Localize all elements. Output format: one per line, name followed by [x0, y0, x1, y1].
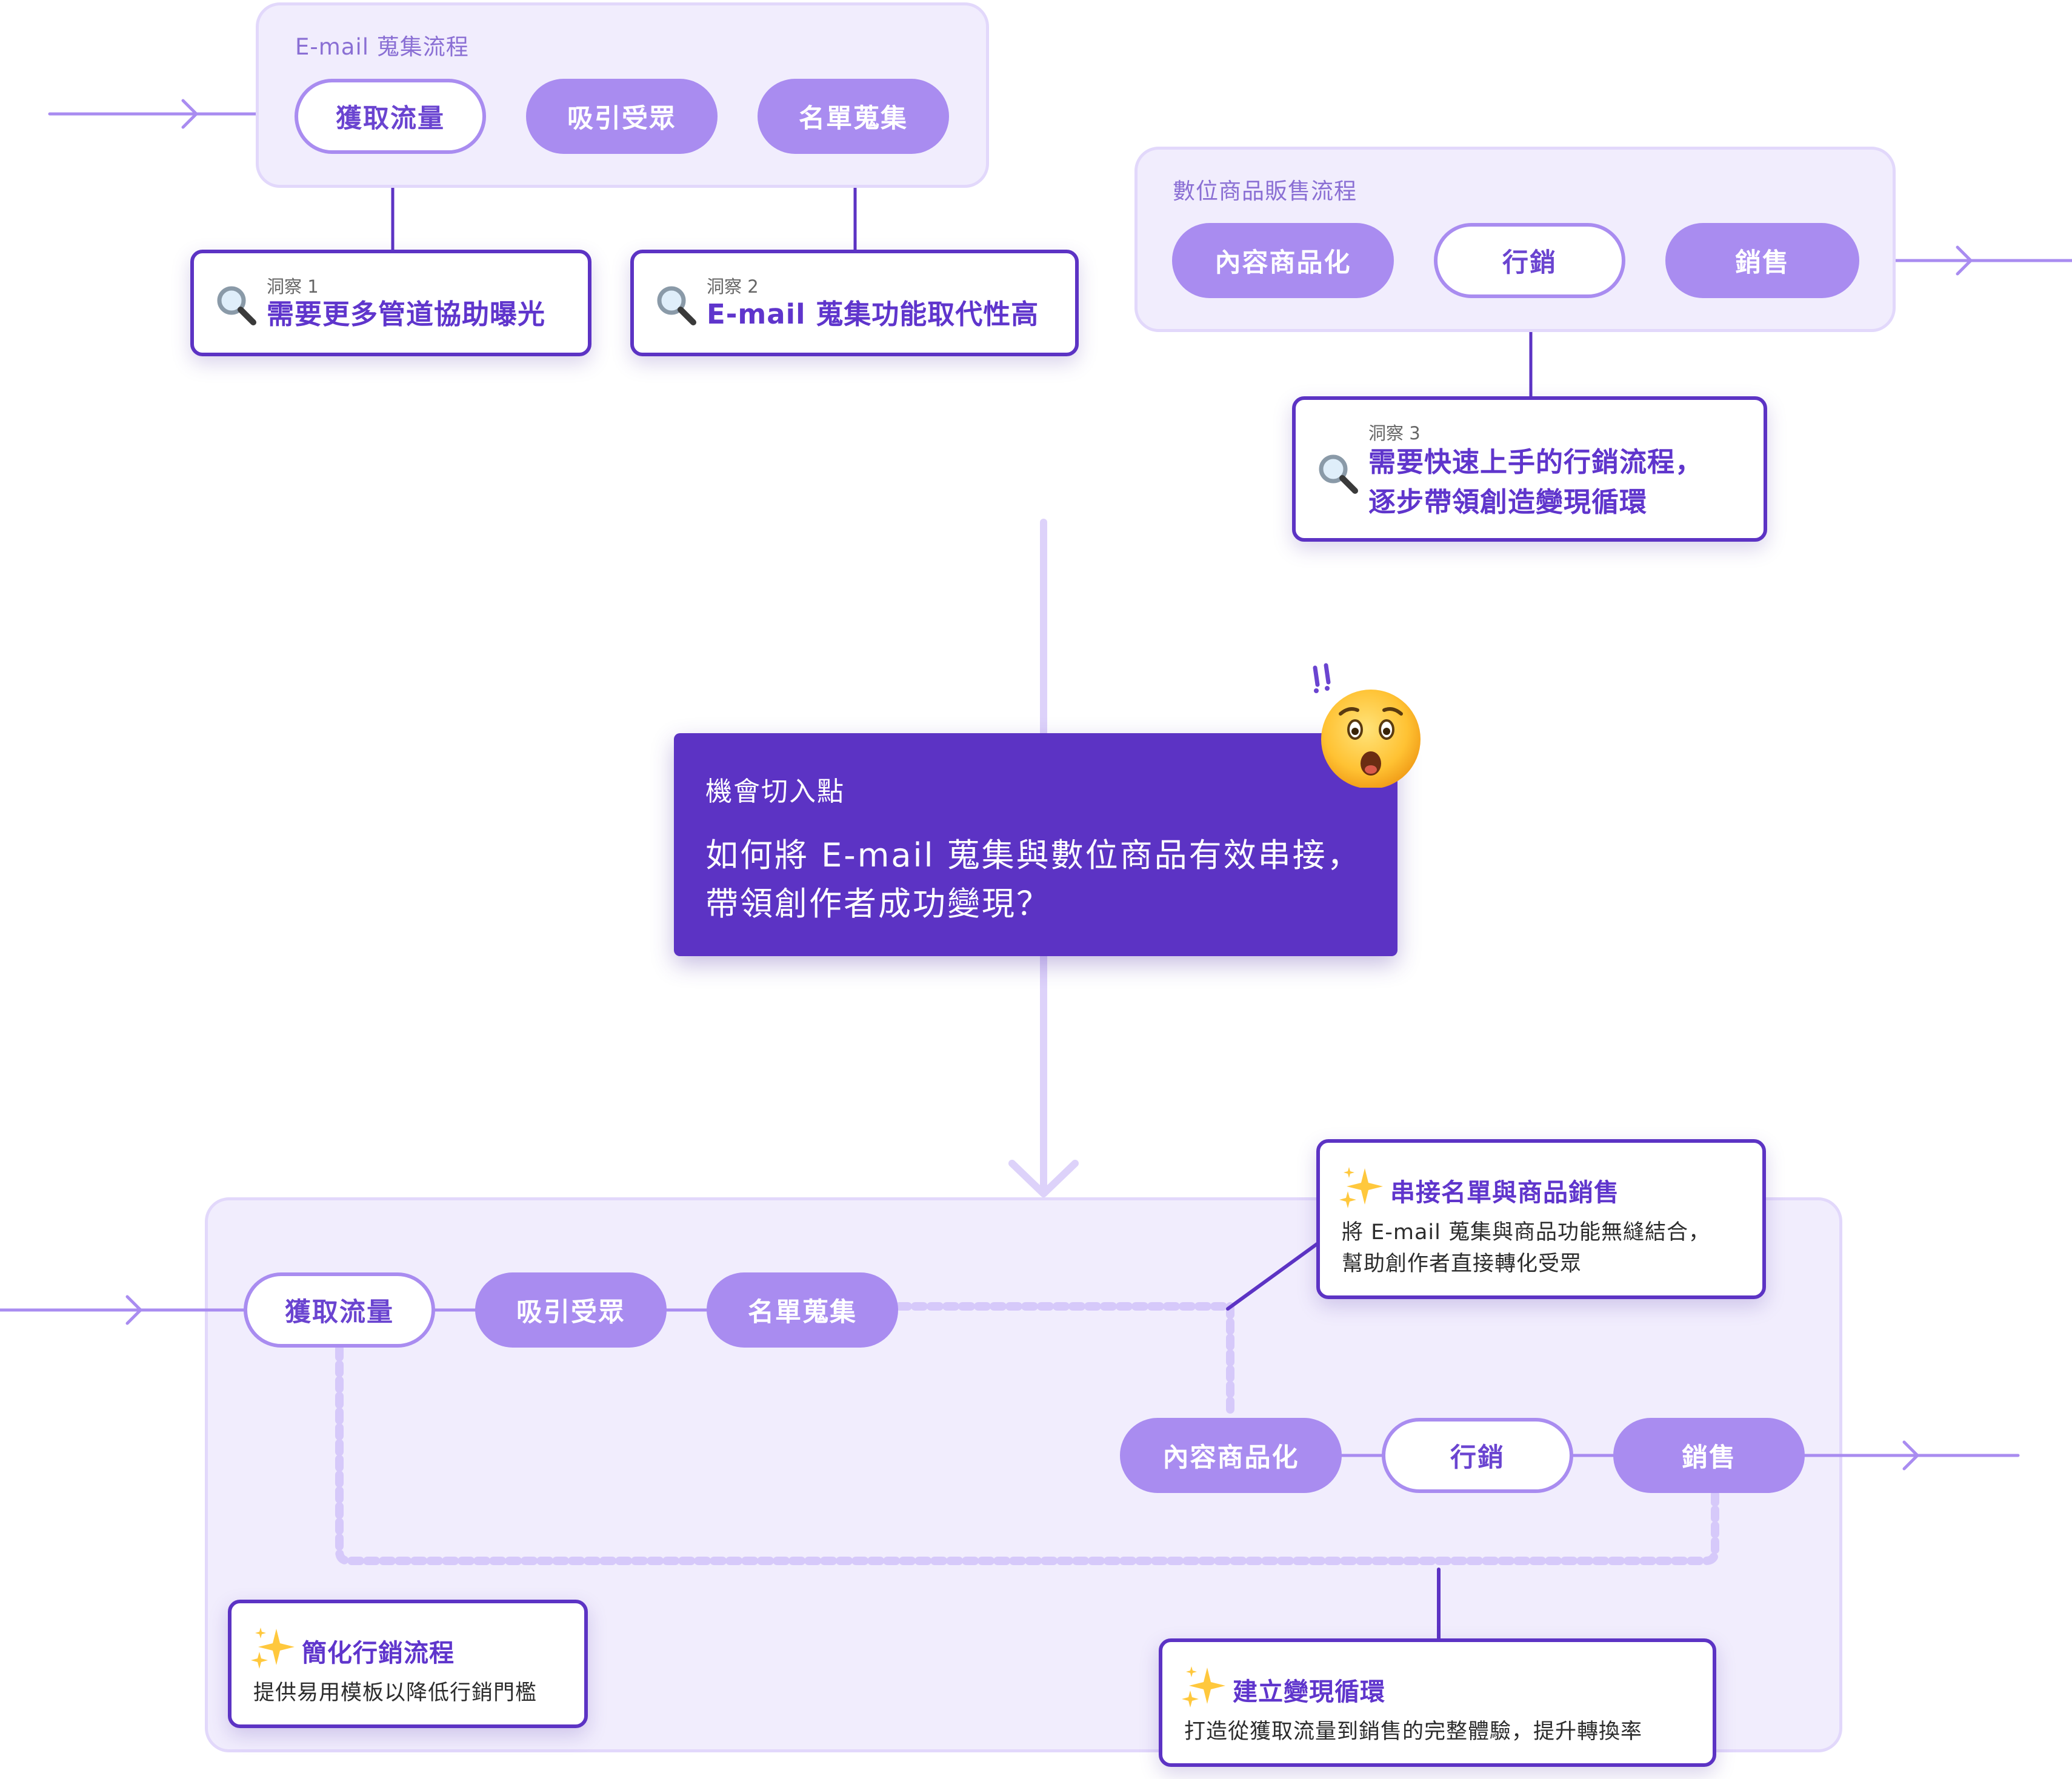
solution-title: 串接名單與商品銷售 — [1390, 1178, 1619, 1207]
solution-text-line-1: 提供易用模板以降低行銷門檻 — [253, 1681, 538, 1705]
insight-card-2: 洞察 2 E-mail 蒐集功能取代性高 — [630, 250, 1079, 356]
email-step-traffic[interactable]: 獲取流量 — [295, 79, 486, 154]
insight-text-line-2: 逐步帶領創造變現循環 — [1368, 486, 1648, 518]
opportunity-question-line-2: 帶領創作者成功變現？ — [705, 885, 1051, 923]
solution-card-3: 建立變現循環 打造從獲取流量到銷售的完整體驗，提升轉換率 — [1159, 1638, 1716, 1767]
main-arrowhead — [1008, 1160, 1079, 1197]
solution-text-line-1: 打造從獲取流量到銷售的完整體驗，提升轉換率 — [1184, 1720, 1643, 1744]
solution-card-2: 簡化行銷流程 提供易用模板以降低行銷門檻 — [228, 1600, 588, 1728]
dotted-link-collect-to-productize — [895, 1302, 1234, 1421]
email-flow-title: E-mail 蒐集流程 — [295, 34, 469, 60]
dotted-loop — [335, 1345, 1719, 1565]
email-step-collect[interactable]: 名單蒐集 — [758, 79, 949, 154]
insight-text: E-mail 蒐集功能取代性高 — [707, 298, 1039, 330]
insight-card-1: 洞察 1 需要更多管道協助曝光 — [190, 250, 591, 356]
magnifier-icon — [1319, 454, 1358, 494]
magnifier-icon — [657, 286, 696, 325]
email-step-attract[interactable]: 吸引受眾 — [526, 79, 718, 154]
digital-step-productize[interactable]: 內容商品化 — [1172, 223, 1394, 298]
solution-text-line-1: 將 E-mail 蒐集與商品功能無縫結合， — [1342, 1220, 1710, 1245]
solution-entry-arrow-icon — [125, 1295, 142, 1325]
opportunity-label: 機會切入點 — [705, 776, 845, 807]
insight-text-line-1: 需要快速上手的行銷流程， — [1368, 446, 1704, 478]
solution-step-productize[interactable]: 內容商品化 — [1120, 1418, 1342, 1493]
solution-step-attract[interactable]: 吸引受眾 — [475, 1272, 667, 1348]
digital-step-marketing[interactable]: 行銷 — [1434, 223, 1625, 298]
sparkles-icon — [1339, 1167, 1383, 1208]
magnifier-icon — [217, 286, 256, 325]
solution-step-traffic[interactable]: 獲取流量 — [244, 1272, 435, 1348]
surprised-face-icon — [1313, 663, 1421, 788]
email-flow-entry-arrow-icon — [181, 99, 198, 129]
solution-step-marketing[interactable]: 行銷 — [1382, 1418, 1573, 1493]
solution-text-line-2: 幫助創作者直接轉化受眾 — [1342, 1252, 1582, 1276]
sparkles-icon — [1182, 1666, 1225, 1708]
opportunity-question-line-1: 如何將 E-mail 蒐集與數位商品有效串接， — [705, 836, 1362, 874]
solution-exit-arrow-icon — [1902, 1440, 1919, 1471]
opportunity-box: 機會切入點 如何將 E-mail 蒐集與數位商品有效串接， 帶領創作者成功變現？ — [674, 733, 1397, 956]
insight-tag: 洞察 3 — [1368, 423, 1421, 444]
solution-title: 建立變現循環 — [1233, 1677, 1385, 1706]
insight-tag: 洞察 2 — [707, 276, 759, 297]
insight-text: 需要更多管道協助曝光 — [267, 298, 546, 330]
solution-card-1: 串接名單與商品銷售 將 E-mail 蒐集與商品功能無縫結合， 幫助創作者直接轉… — [1316, 1139, 1766, 1299]
digital-step-sales[interactable]: 銷售 — [1665, 223, 1859, 298]
sparkles-icon — [251, 1628, 295, 1669]
digital-flow-title: 數位商品販售流程 — [1173, 178, 1357, 204]
insight-card-3: 洞察 3 需要快速上手的行銷流程， 逐步帶領創造變現循環 — [1292, 396, 1767, 542]
solution-step-collect[interactable]: 名單蒐集 — [707, 1272, 898, 1348]
digital-flow-exit-arrow-icon — [1956, 245, 1973, 276]
solution-step-sales[interactable]: 銷售 — [1613, 1418, 1805, 1493]
solution-title: 簡化行銷流程 — [302, 1638, 455, 1668]
insight-tag: 洞察 1 — [267, 276, 319, 297]
